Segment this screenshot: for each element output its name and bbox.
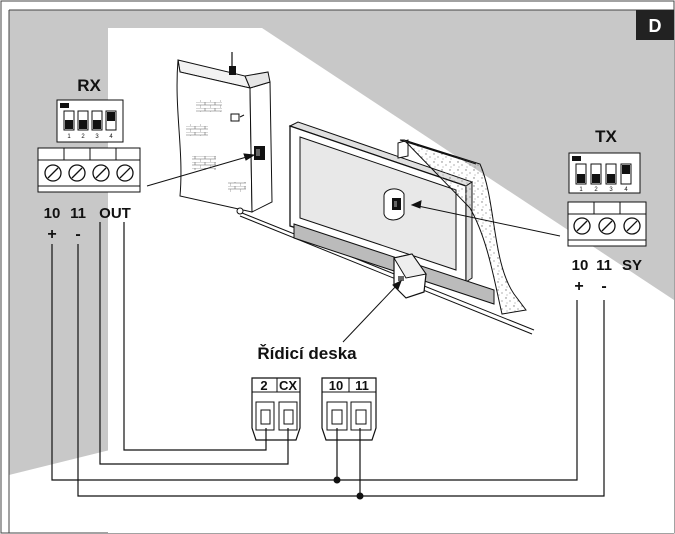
rx-photocell-icon [254,146,265,160]
wire-plus-10 [51,244,578,481]
tx-terminal-sy: SY [622,257,642,274]
tx-dip-switch: 1 2 3 4 [568,152,641,194]
svg-text:3: 3 [95,134,99,140]
control-block-10-11: 10 11 [321,377,377,441]
gate-motor [393,253,427,299]
svg-text:D: D [649,16,662,36]
rx-plus: + [47,226,56,243]
rx-minus: - [75,226,80,243]
tx-photocell-icon [383,188,405,221]
rx-title: RX [77,76,101,95]
svg-text:4: 4 [109,134,113,140]
control-terminal-cx: CX [279,378,297,393]
left-pillar [176,59,273,213]
rx-terminal-block [37,147,141,193]
rx-receiver: RX 1 2 3 4 10 11 OUT + - [37,76,141,243]
antenna-icon [229,52,236,75]
pointer-lines [146,153,561,343]
tx-terminal-11: 11 [596,257,612,274]
svg-text:2: 2 [594,187,598,193]
tx-terminal-block [567,201,647,247]
tx-plus: + [574,278,583,295]
wire-minus-11 [77,244,605,497]
wire-out-2 [123,222,267,451]
flashing-light-icon [230,113,245,122]
control-terminal-2: 2 [260,378,267,393]
svg-text:4: 4 [624,187,628,193]
rx-terminal-out: OUT [99,205,131,222]
gate-rail [236,207,535,335]
right-pillar [397,139,527,315]
control-terminal-11: 11 [355,378,369,393]
wire-out-cx [99,222,289,465]
section-badge: D [636,10,674,40]
svg-text:3: 3 [609,187,613,193]
control-board-title: Řídicí deska [257,344,357,363]
tx-minus: - [601,278,606,295]
control-board: Řídicí deska 2 CX 10 11 [251,344,377,441]
rx-dip-switch: 1 2 3 4 [56,99,124,143]
svg-text:1: 1 [579,187,583,193]
tx-title: TX [595,127,617,146]
rx-terminal-11: 11 [70,205,86,222]
tx-transmitter: TX 1 2 3 4 10 11 SY + - [567,127,647,295]
junction-dot [333,476,341,484]
gate-scene [176,52,535,335]
svg-text:1: 1 [67,134,71,140]
control-block-2-cx: 2 CX [251,377,301,441]
wiring [51,222,605,497]
junction-dot [356,492,364,500]
tx-terminal-10: 10 [572,257,589,274]
control-terminal-10: 10 [329,378,343,393]
rx-terminal-10: 10 [44,205,61,222]
svg-text:2: 2 [81,134,85,140]
